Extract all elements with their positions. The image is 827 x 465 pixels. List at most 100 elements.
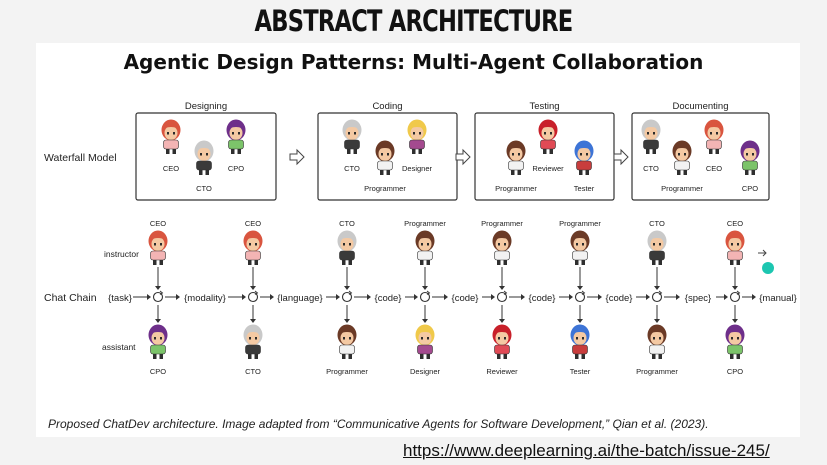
cycle-icon-arrow [254,290,259,295]
cycle-icon-arrow [159,290,164,295]
avatar-eye [716,132,718,135]
link-arrowhead [654,319,660,323]
avatar-leg [503,354,507,359]
avatar-fringe [344,123,360,129]
avatar-face [495,237,509,251]
avatar-cpo [725,324,745,359]
avatar-ceo [704,119,724,154]
avatar-body [674,160,690,171]
avatar-leg [575,260,579,265]
avatar-fringe [540,123,556,129]
chain-arrowhead [569,294,573,300]
avatar-eye [653,243,655,246]
avatar-fringe [339,234,355,240]
avatar-leg [342,354,346,359]
avatar-leg [652,149,656,154]
avatar-eye [504,243,506,246]
avatar-eye [737,337,739,340]
avatar-leg [426,260,430,265]
avatar-leg [497,260,501,265]
avatar-leg [543,149,547,154]
assistant-role-label: Programmer [326,367,368,376]
chain-arrowhead [491,294,495,300]
avatar-eye [586,153,588,156]
avatar-leg [348,260,352,265]
avatar-body [163,139,179,150]
chain-arrowhead [270,294,274,300]
avatar-programmer [415,230,435,265]
chain-arrowhead [242,294,246,300]
avatar-eye [684,153,686,156]
avatar-face [246,237,260,251]
avatar-programmer [492,230,512,265]
artifact-label: {language} [277,293,322,304]
chat-chain-label: Chat Chain [44,292,97,304]
avatar-fringe [727,328,743,334]
figure-caption: Proposed ChatDev architecture. Image ada… [48,417,709,431]
role-label: Tester [574,184,595,193]
avatar-leg [677,170,681,175]
chain-arrowhead [752,294,756,300]
avatar-leg [159,260,163,265]
avatar-eye [413,132,415,135]
avatar-cto [337,230,357,265]
avatar-fringe [494,328,510,334]
avatar-face [541,126,555,140]
avatar-face [345,126,359,140]
avatar-eye [512,153,514,156]
avatar-leg [715,149,719,154]
avatar-leg [730,260,734,265]
avatar-fringe [643,123,659,129]
avatar-eye [343,243,345,246]
avatar-body [706,139,722,150]
avatar-leg [581,260,585,265]
phase-title: Coding [372,101,402,112]
avatar-eye [737,243,739,246]
waterfall-model: Waterfall ModelDesigningCEOCTOCPOCodingC… [44,101,770,201]
avatar-eye [550,132,552,135]
avatar-eye [160,243,162,246]
avatar-ceo [161,119,181,154]
source-link[interactable]: https://www.deeplearning.ai/the-batch/is… [403,441,770,460]
avatar-eye [504,337,506,340]
avatar-leg [348,354,352,359]
role-label: Programmer [364,184,406,193]
assistant-role-label: Designer [410,367,441,376]
figure-title: Agentic Design Patterns: Multi-Agent Col… [123,50,704,74]
avatar-body [572,344,588,355]
avatar-eye [348,132,350,135]
instructor-role-label: CTO [649,219,665,228]
avatar-eye [710,132,712,135]
avatar-eye [752,153,754,156]
avatar-leg [347,149,351,154]
avatar-cto [194,140,214,175]
avatar-leg [581,354,585,359]
avatar-leg [730,354,734,359]
instructor-role-label: CEO [150,219,166,228]
artifact-label: {modality} [184,293,226,304]
avatar-cpo [226,119,246,154]
role-label: Programmer [495,184,537,193]
assistant-role-label: CPO [150,367,166,376]
avatar-fringe [245,328,261,334]
avatar-leg [652,354,656,359]
avatar-eye [653,337,655,340]
avatar-reviewer [538,119,558,154]
avatar-leg [736,354,740,359]
instructor-label: instructor [104,249,139,259]
link-arrowhead [422,319,428,323]
avatar-eye [249,337,251,340]
avatar-body [540,139,556,150]
avatar-face [378,147,392,161]
phase-title: Documenting [673,101,729,112]
avatar-eye [167,132,169,135]
avatar-programmer [672,140,692,175]
avatar-eye [154,243,156,246]
avatar-cto [647,230,667,265]
avatar-eye [498,243,500,246]
